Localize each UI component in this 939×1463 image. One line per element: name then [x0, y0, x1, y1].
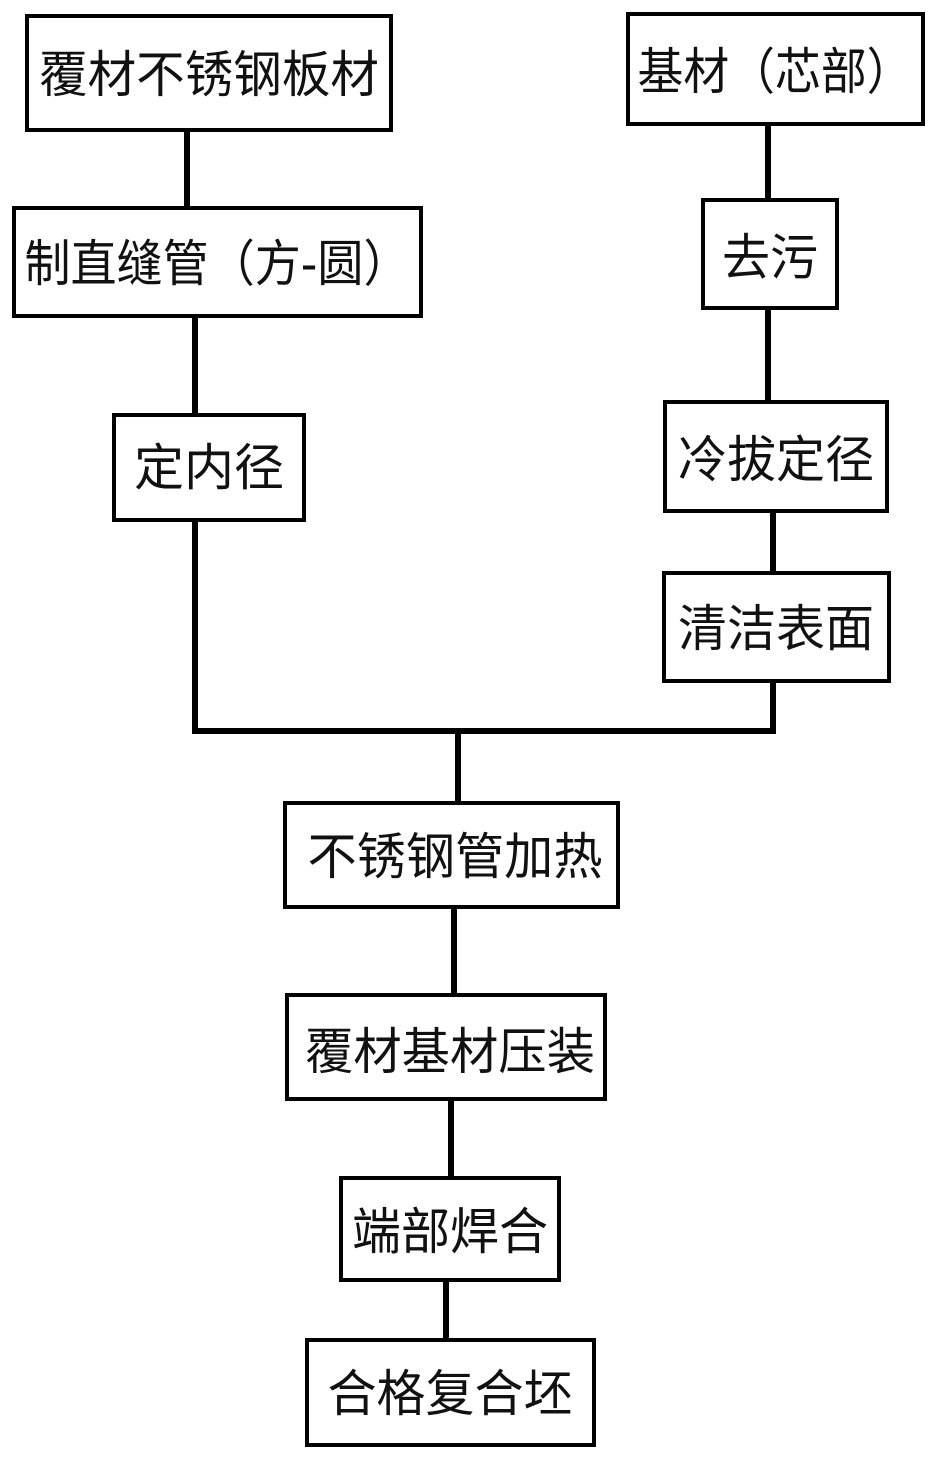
node-final-billet-label: 合格复合坯: [328, 1365, 573, 1423]
node-press-fit-label: 覆材基材压装: [305, 1023, 595, 1081]
node-heat-tube: 不锈钢管加热: [283, 801, 620, 909]
node-clean-surface-label: 清洁表面: [678, 600, 874, 658]
node-cold-draw: 冷拔定径: [663, 400, 889, 513]
node-degrease-label: 去污: [722, 229, 818, 287]
edge-clean-surface-to-merge: [455, 678, 776, 734]
node-inner-diameter-label: 定内径: [134, 439, 284, 497]
node-press-fit: 覆材基材压装: [285, 993, 607, 1101]
edge-inner-diameter-to-merge: [192, 517, 461, 734]
node-heat-tube-label: 不锈钢管加热: [308, 828, 603, 886]
node-cold-draw-label: 冷拔定径: [678, 431, 874, 489]
node-clean-surface: 清洁表面: [662, 571, 891, 683]
node-inner-diameter: 定内径: [112, 413, 306, 522]
node-clad-plate-label: 覆材不锈钢板材: [39, 46, 379, 104]
node-end-weld: 端部焊合: [339, 1176, 561, 1282]
node-weld-tube: 制直缝管（方-圆）: [12, 206, 423, 318]
node-clad-plate: 覆材不锈钢板材: [25, 14, 393, 132]
node-end-weld-label: 端部焊合: [352, 1203, 548, 1261]
node-final-billet: 合格复合坯: [305, 1338, 596, 1447]
node-degrease: 去污: [701, 198, 839, 310]
node-weld-tube-label: 制直缝管（方-圆）: [25, 235, 410, 293]
node-substrate: 基材（芯部）: [626, 12, 925, 126]
connectors: [184, 121, 776, 1343]
node-substrate-label: 基材（芯部）: [638, 43, 913, 101]
